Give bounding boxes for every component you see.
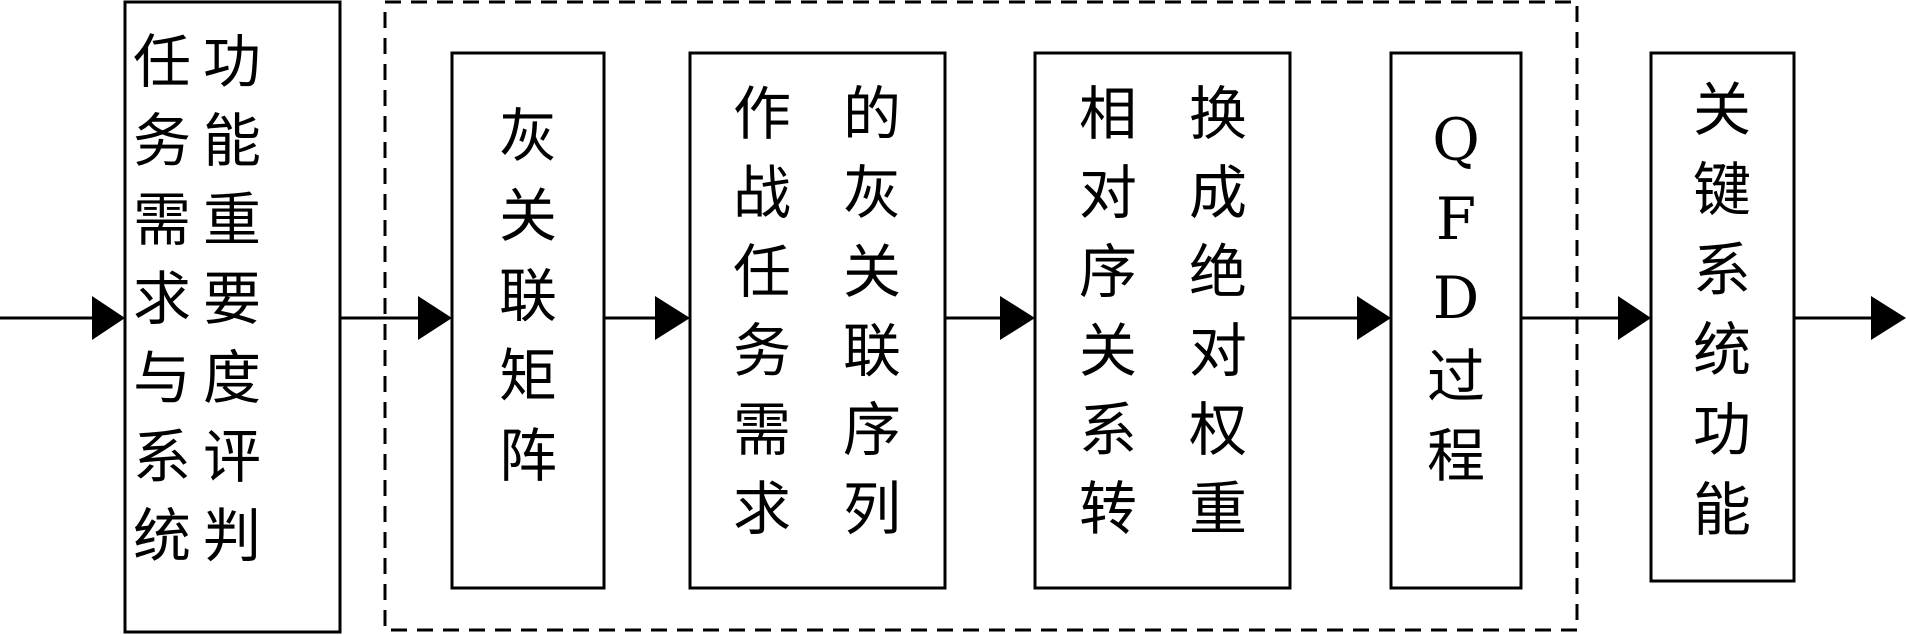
box-mission-grey-relational-order-char: 联 — [843, 317, 901, 385]
box-relative-to-absolute-weight-char: 换 — [1189, 80, 1247, 148]
box-mission-function-evaluation-char: 评 — [203, 423, 261, 491]
box-qfd-process-char: F — [1436, 185, 1476, 253]
box-relative-to-absolute-weight-char: 序 — [1079, 238, 1137, 306]
arrow-4-head — [1357, 296, 1391, 340]
box-mission-function-evaluation-char: 重 — [203, 186, 261, 254]
box-mission-grey-relational-order-char: 需 — [733, 396, 791, 464]
arrow-5-head — [1618, 296, 1651, 340]
arrow-in-head — [92, 296, 125, 340]
box-mission-grey-relational-order-char: 任 — [733, 238, 791, 306]
box-grey-relational-matrix-char: 矩 — [499, 342, 557, 410]
box-qfd-process-char: 过 — [1427, 343, 1485, 411]
arrow-out-head — [1871, 296, 1906, 340]
box-mission-grey-relational-order-char: 作 — [733, 80, 791, 148]
box-relative-to-absolute-weight-char: 对 — [1079, 159, 1137, 227]
box-key-system-functions-char: 功 — [1693, 396, 1751, 464]
box-qfd-process-char: 程 — [1427, 422, 1485, 490]
box-mission-grey-relational-order — [688, 51, 947, 590]
box-grey-relational-matrix-char: 关 — [499, 182, 557, 250]
box-mission-function-evaluation-char: 务 — [133, 107, 191, 175]
box-relative-to-absolute-weight — [1033, 51, 1292, 590]
box-mission-grey-relational-order-char: 序 — [843, 396, 901, 464]
box-key-system-functions-char: 键 — [1693, 156, 1751, 224]
box-mission-function-evaluation-char: 功 — [203, 28, 261, 96]
box-mission-function-evaluation-char: 任 — [133, 28, 191, 96]
box-relative-to-absolute-weight-char: 权 — [1189, 396, 1247, 464]
box-mission-grey-relational-order-char: 的 — [843, 80, 901, 148]
box-mission-grey-relational-order-char: 战 — [733, 159, 791, 227]
box-qfd-process-char: D — [1433, 264, 1480, 332]
box-mission-function-evaluation-char: 与 — [133, 344, 191, 412]
box-qfd-process — [1389, 51, 1523, 590]
box-key-system-functions-char: 统 — [1693, 316, 1751, 384]
box-mission-function-evaluation-char: 系 — [133, 423, 191, 491]
box-mission-function-evaluation-char: 要 — [203, 265, 261, 333]
box-mission-function-evaluation-char: 统 — [133, 502, 191, 570]
box-relative-to-absolute-weight-char: 系 — [1079, 396, 1137, 464]
box-relative-to-absolute-weight-char: 重 — [1189, 475, 1247, 543]
box-texts: 任务需求与系统功能重要度评判灰关联矩阵作战任务需求的灰关联序列相对序关系转换成绝… — [133, 28, 1751, 570]
box-qfd-process-char: Q — [1432, 106, 1480, 174]
box-mission-grey-relational-order-char: 求 — [733, 475, 791, 543]
box-mission-function-evaluation-char: 求 — [133, 265, 191, 333]
arrow-2-head — [655, 296, 690, 340]
box-mission-grey-relational-order-char: 灰 — [843, 159, 901, 227]
box-relative-to-absolute-weight-char: 相 — [1079, 80, 1137, 148]
box-grey-relational-matrix — [450, 51, 606, 590]
box-relative-to-absolute-weight-char: 对 — [1189, 317, 1247, 385]
box-mission-grey-relational-order-char: 列 — [843, 475, 901, 543]
box-mission-grey-relational-order-char: 务 — [733, 317, 791, 385]
arrow-3-head — [1000, 296, 1035, 340]
box-relative-to-absolute-weight-char: 关 — [1079, 317, 1137, 385]
arrows — [0, 296, 1906, 340]
box-key-system-functions-char: 能 — [1693, 476, 1751, 544]
box-mission-function-evaluation — [123, 0, 342, 634]
box-mission-function-evaluation-char: 度 — [203, 344, 261, 412]
arrow-1-head — [418, 296, 452, 340]
box-key-system-functions-char: 系 — [1693, 236, 1751, 304]
box-grey-relational-matrix-char: 灰 — [499, 102, 557, 170]
box-key-system-functions — [1649, 51, 1796, 583]
box-grey-relational-matrix-char: 阵 — [499, 422, 557, 490]
box-grey-relational-matrix-char: 联 — [499, 262, 557, 330]
box-key-system-functions-char: 关 — [1693, 76, 1751, 144]
box-relative-to-absolute-weight-char: 绝 — [1189, 238, 1247, 306]
box-mission-function-evaluation-char: 能 — [203, 107, 261, 175]
box-mission-function-evaluation-char: 判 — [203, 502, 261, 570]
box-relative-to-absolute-weight-char: 转 — [1079, 475, 1137, 543]
box-mission-grey-relational-order-char: 关 — [843, 238, 901, 306]
box-mission-function-evaluation-char: 需 — [133, 186, 191, 254]
box-relative-to-absolute-weight-char: 成 — [1189, 159, 1247, 227]
